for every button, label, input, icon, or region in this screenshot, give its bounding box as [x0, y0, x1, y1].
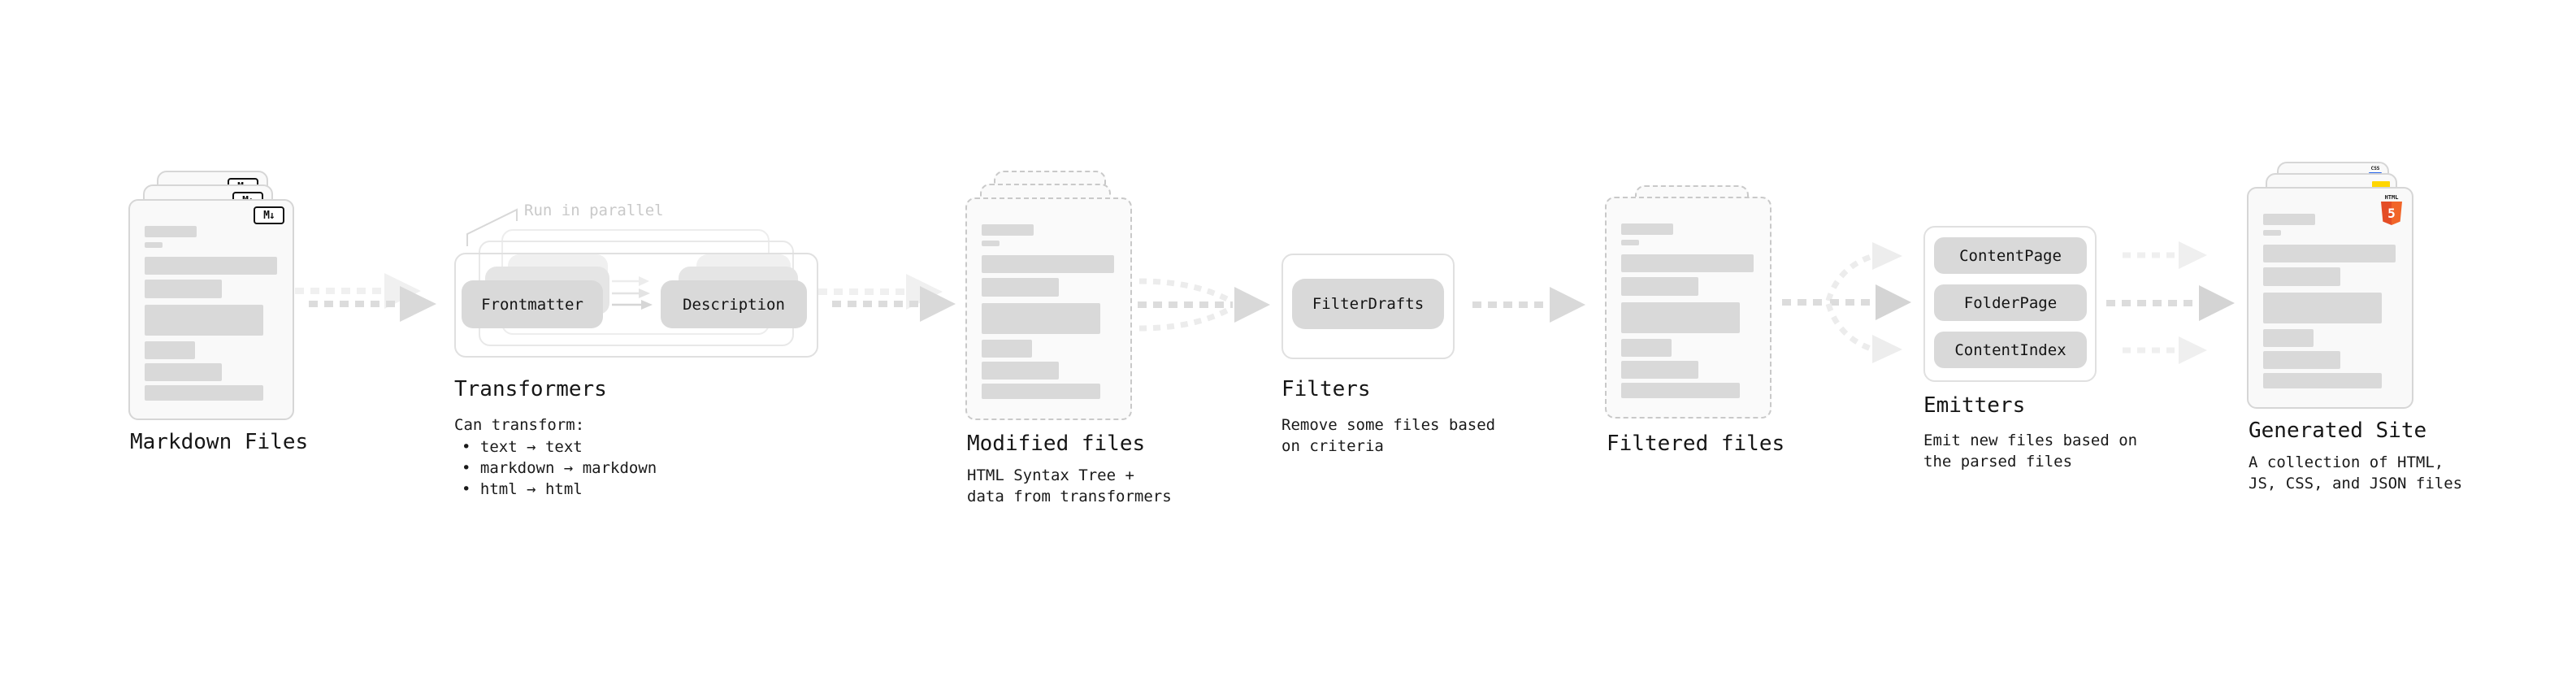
placeholder-line	[1621, 302, 1740, 333]
desc-line: Remove some files based	[1281, 416, 1496, 434]
stage-title-generated-site: Generated Site	[2249, 419, 2427, 443]
placeholder-line	[982, 303, 1100, 334]
placeholder-line	[982, 340, 1032, 358]
css-badge-label: CSS	[2370, 166, 2380, 171]
placeholder-line	[2263, 245, 2396, 262]
stage-desc-modified-files: HTML Syntax Tree + data from transformer…	[967, 465, 1172, 507]
desc-line: the parsed files	[1923, 453, 2073, 471]
stage-title-modified-files: Modified files	[967, 432, 1146, 456]
desc-line: JS, CSS, and JSON files	[2249, 475, 2463, 492]
placeholder-line	[145, 257, 277, 275]
placeholder-line	[2263, 373, 2382, 388]
placeholder-line	[145, 363, 222, 381]
doc-placeholder-lines	[967, 199, 1130, 419]
chip-filterdrafts: FilterDrafts	[1292, 279, 1444, 329]
placeholder-line	[982, 255, 1114, 273]
placeholder-line	[982, 241, 1000, 246]
chip-contentpage: ContentPage	[1934, 237, 2087, 274]
filtered-file-card	[1605, 197, 1772, 419]
stage-title-markdown-files: Markdown Files	[130, 430, 309, 454]
placeholder-line	[2263, 267, 2340, 286]
stage-desc-transformers: Can transform:	[454, 416, 585, 434]
placeholder-line	[1621, 240, 1639, 245]
stage-markdown-files: M↓ M↓ M↓	[128, 171, 294, 420]
placeholder-line	[2263, 329, 2314, 347]
bullet-item: text → text	[462, 436, 657, 458]
stage-filtered-files	[1605, 185, 1772, 420]
markdown-badge-icon: M↓	[254, 206, 284, 224]
arrow-emitters-to-generated	[2106, 241, 2235, 364]
desc-line: on criteria	[1281, 437, 1384, 455]
stage-title-filters: Filters	[1281, 377, 1371, 401]
placeholder-line	[2263, 351, 2340, 369]
stage-title-emitters: Emitters	[1923, 393, 2026, 418]
transformers-bullet-list: text → text markdown → markdown html → h…	[462, 436, 657, 500]
placeholder-line	[2263, 214, 2315, 225]
stage-desc-filters: Remove some files based on criteria	[1281, 414, 1495, 457]
modified-file-card	[965, 197, 1132, 420]
chip-contentindex: ContentIndex	[1934, 332, 2087, 368]
placeholder-line	[145, 385, 263, 401]
arrow-modified-to-filters	[1138, 278, 1270, 332]
desc-line: Emit new files based on	[1923, 432, 2138, 449]
placeholder-line	[1621, 254, 1754, 272]
stage-modified-files	[965, 171, 1132, 420]
placeholder-line	[145, 305, 263, 336]
doc-placeholder-lines	[2249, 189, 2412, 407]
arrow-filtered-to-emitters	[1782, 242, 1911, 363]
placeholder-line	[1621, 383, 1740, 398]
generated-file-card: HTML 5	[2247, 187, 2413, 409]
placeholder-line	[1621, 361, 1698, 379]
placeholder-line	[1621, 277, 1698, 296]
html5-badge-number: 5	[2387, 206, 2396, 221]
stage-generated-site: CSS HTML 5	[2247, 162, 2413, 410]
desc-line: HTML Syntax Tree +	[967, 466, 1134, 484]
markdown-file-card: M↓	[128, 199, 294, 420]
desc-line: A collection of HTML,	[2249, 453, 2444, 471]
placeholder-line	[145, 341, 195, 359]
html5-badge-icon: HTML 5	[2381, 194, 2402, 225]
html5-shield-icon: 5	[2381, 202, 2402, 225]
placeholder-line	[982, 362, 1059, 380]
js-badge-icon	[2372, 181, 2390, 189]
placeholder-line	[982, 384, 1100, 399]
placeholder-line	[145, 280, 222, 298]
bullet-item: html → html	[462, 479, 657, 500]
chip-frontmatter: Frontmatter	[462, 280, 603, 328]
arrow-transformers-to-modified	[818, 274, 956, 322]
arrow-markdown-to-transformers	[295, 273, 436, 322]
stage-title-filtered-files: Filtered files	[1607, 432, 1785, 456]
chip-description: Description	[661, 280, 807, 328]
stage-desc-generated-site: A collection of HTML, JS, CSS, and JSON …	[2249, 452, 2462, 494]
run-in-parallel-label: Run in parallel	[524, 202, 664, 219]
placeholder-line	[982, 278, 1059, 297]
chip-folderpage: FolderPage	[1934, 284, 2087, 321]
desc-line: data from transformers	[967, 488, 1172, 505]
stage-title-transformers: Transformers	[454, 377, 607, 401]
placeholder-line	[982, 224, 1034, 236]
bullet-item: markdown → markdown	[462, 458, 657, 479]
doc-placeholder-lines	[130, 201, 293, 419]
placeholder-line	[1621, 223, 1673, 235]
placeholder-line	[2263, 230, 2281, 236]
html5-badge-word: HTML	[2384, 194, 2399, 201]
doc-placeholder-lines	[1607, 198, 1770, 417]
placeholder-line	[145, 226, 197, 237]
placeholder-line	[145, 242, 163, 248]
placeholder-line	[2263, 293, 2382, 323]
stage-desc-emitters: Emit new files based on the parsed files	[1923, 430, 2137, 472]
transformer-frame-front	[454, 253, 818, 358]
placeholder-line	[1621, 339, 1672, 357]
arrow-filters-to-filtered	[1472, 287, 1585, 323]
